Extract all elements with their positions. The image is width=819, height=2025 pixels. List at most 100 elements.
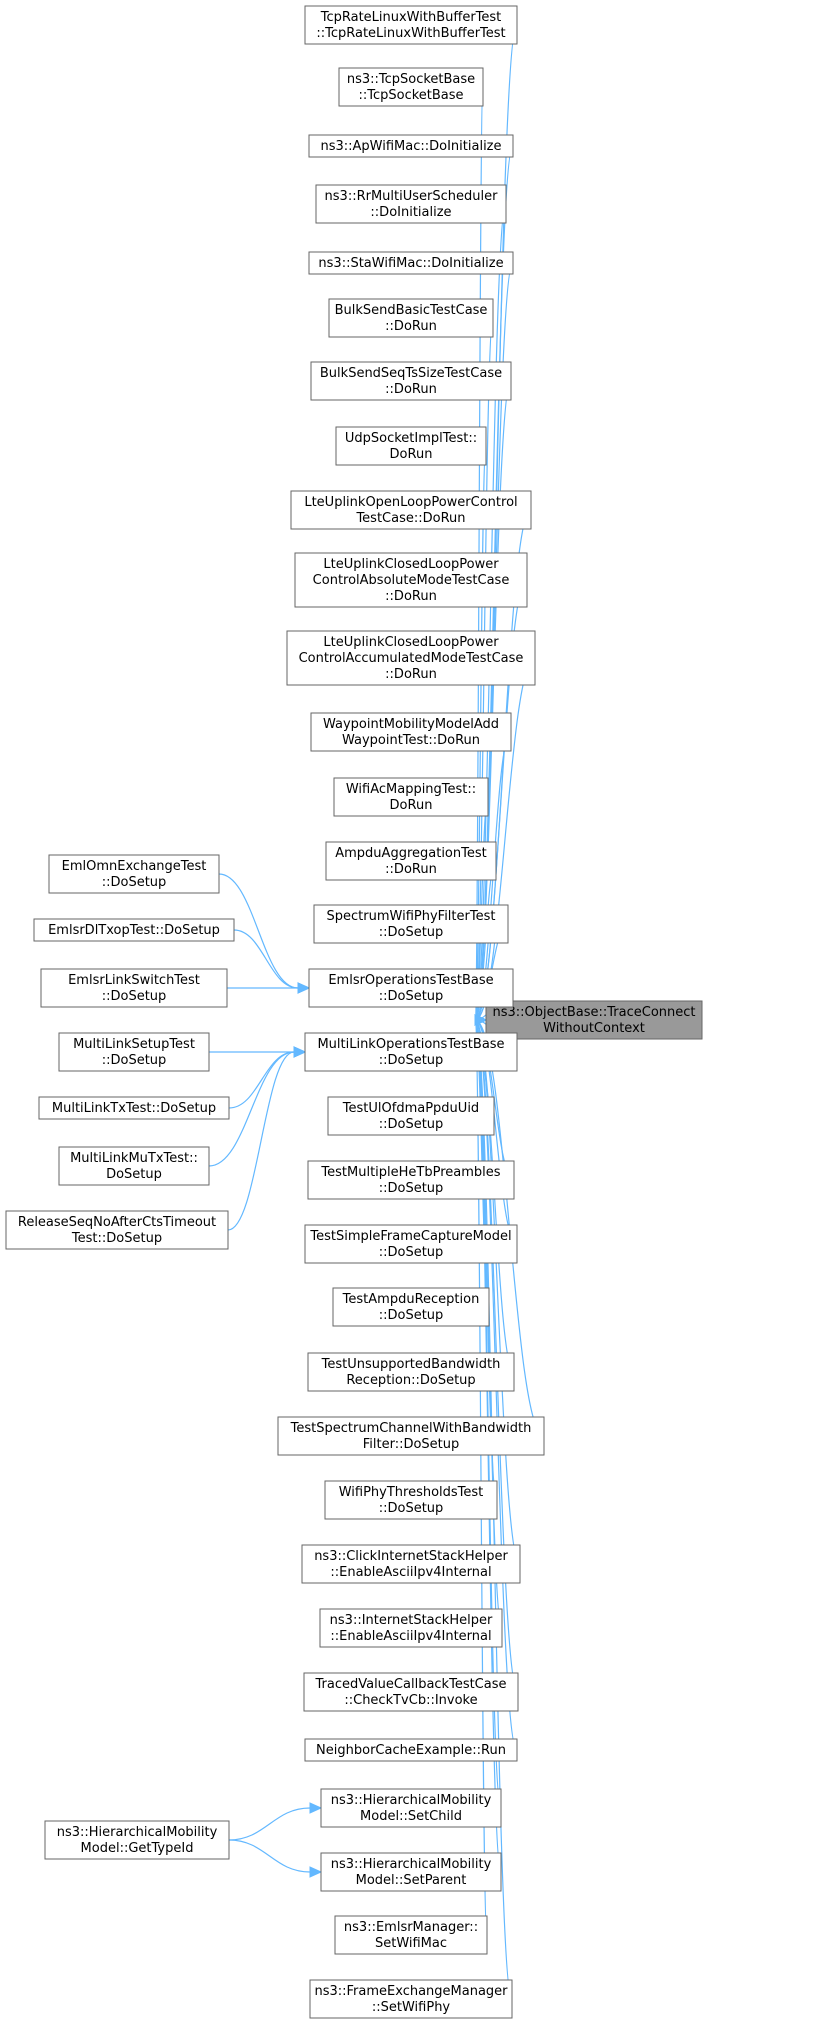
- node-label: BulkSendBasicTestCase: [335, 303, 488, 318]
- function-node[interactable]: NeighborCacheExample::Run: [304, 1738, 518, 1762]
- call-edge: [227, 982, 311, 994]
- function-node[interactable]: BulkSendBasicTestCase::DoRun: [328, 298, 494, 338]
- call-edge: [228, 1802, 323, 1841]
- node-label: ns3::InternetStackHelper: [330, 1613, 493, 1628]
- node-label: SetWifiMac: [375, 1936, 447, 1951]
- node-label: ::DoSetup: [102, 989, 167, 1004]
- node-label: ::DoRun: [385, 589, 437, 604]
- target-node[interactable]: ns3::ObjectBase::TraceConnectWithoutCont…: [485, 1000, 703, 1040]
- node-box: [310, 361, 512, 401]
- node-label: TestSpectrumChannelWithBandwidth: [290, 1421, 532, 1436]
- node-box: [307, 1352, 515, 1392]
- edge-line: [228, 1839, 311, 1873]
- function-node[interactable]: MultiLinkSetupTest::DoSetup: [58, 1032, 210, 1072]
- node-label: ::DoRun: [385, 319, 437, 334]
- node-label: Model::GetTypeId: [81, 1841, 194, 1856]
- function-node[interactable]: WifiPhyThresholdsTest::DoSetup: [324, 1480, 498, 1520]
- node-label: LteUplinkOpenLoopPowerControl: [304, 495, 517, 510]
- function-node[interactable]: EmlsrLinkSwitchTest::DoSetup: [40, 968, 228, 1008]
- function-node[interactable]: ns3::ClickInternetStackHelper::EnableAsc…: [301, 1544, 521, 1584]
- function-node[interactable]: ns3::StaWifiMac::DoInitialize: [308, 251, 514, 275]
- function-node[interactable]: ns3::RrMultiUserScheduler::DoInitialize: [315, 184, 507, 224]
- node-label: TestSimpleFrameCaptureModel: [309, 1229, 511, 1244]
- node-box: [304, 1224, 518, 1264]
- function-node[interactable]: LteUplinkClosedLoopPowerControlAbsoluteM…: [294, 552, 528, 608]
- node-label: ::DoSetup: [379, 925, 444, 940]
- node-box: [304, 1032, 518, 1072]
- node-label: ::DoSetup: [379, 989, 444, 1004]
- node-label: TestCase::DoRun: [355, 511, 465, 526]
- function-node[interactable]: TestAmpduReception::DoSetup: [332, 1287, 490, 1327]
- edge-line: [227, 1051, 295, 1231]
- function-node[interactable]: ns3::ApWifiMac::DoInitialize: [308, 134, 514, 158]
- function-node[interactable]: TestUlOfdmaPpduUid::DoSetup: [327, 1096, 495, 1136]
- node-box: [309, 1979, 513, 2019]
- node-label: ns3::HierarchicalMobility: [57, 1825, 218, 1840]
- node-box: [325, 841, 497, 881]
- edge-line: [228, 1807, 311, 1841]
- node-box: [324, 1480, 498, 1520]
- function-node[interactable]: ns3::InternetStackHelper::EnableAsciiIpv…: [319, 1608, 503, 1648]
- function-node[interactable]: SpectrumWifiPhyFilterTest::DoSetup: [313, 904, 509, 944]
- node-label: ::DoSetup: [379, 1501, 444, 1516]
- arrowhead: [293, 1046, 307, 1058]
- function-node[interactable]: ns3::EmlsrManager::SetWifiMac: [334, 1915, 488, 1955]
- node-box: [58, 1146, 210, 1186]
- function-node[interactable]: LteUplinkClosedLoopPowerControlAccumulat…: [286, 630, 536, 686]
- node-box: [303, 1672, 519, 1712]
- node-label: Reception::DoSetup: [346, 1373, 475, 1388]
- node-box: [313, 904, 509, 944]
- node-label: ::DoSetup: [379, 1308, 444, 1323]
- function-node[interactable]: TestSpectrumChannelWithBandwidthFilter::…: [277, 1416, 545, 1456]
- node-box: [5, 1210, 229, 1250]
- node-label: TestUlOfdmaPpduUid: [342, 1101, 479, 1116]
- node-label: BulkSendSeqTsSizeTestCase: [320, 366, 502, 381]
- function-node[interactable]: ns3::FrameExchangeManager::SetWifiPhy: [309, 1979, 513, 2019]
- function-node[interactable]: WaypointMobilityModelAddWaypointTest::Do…: [310, 712, 512, 752]
- function-node[interactable]: TestMultipleHeTbPreambles::DoSetup: [307, 1160, 515, 1200]
- function-node[interactable]: MultiLinkOperationsTestBase::DoSetup: [304, 1032, 518, 1072]
- function-node[interactable]: BulkSendSeqTsSizeTestCase::DoRun: [310, 361, 512, 401]
- function-node[interactable]: TestSimpleFrameCaptureModel::DoSetup: [304, 1224, 518, 1264]
- function-node[interactable]: EmlsrOperationsTestBase::DoSetup: [308, 968, 514, 1008]
- function-node[interactable]: TcpRateLinuxWithBufferTest::TcpRateLinux…: [304, 5, 518, 45]
- node-label: ::DoSetup: [379, 1181, 444, 1196]
- node-box: [286, 630, 536, 686]
- node-label: TestUnsupportedBandwidth: [321, 1357, 501, 1372]
- node-box: [304, 5, 518, 45]
- node-box: [44, 1820, 230, 1860]
- node-label: DoSetup: [106, 1167, 162, 1182]
- node-box: [277, 1416, 545, 1456]
- function-node[interactable]: TestUnsupportedBandwidthReception::DoSet…: [307, 1352, 515, 1392]
- function-node[interactable]: MultiLinkMuTxTest::DoSetup: [58, 1146, 210, 1186]
- node-label: LteUplinkClosedLoopPower: [323, 635, 499, 650]
- node-label: DoRun: [390, 447, 433, 462]
- node-box: [319, 1608, 503, 1648]
- function-node[interactable]: UdpSocketImplTest::DoRun: [335, 426, 487, 466]
- arrowhead: [474, 1014, 488, 1026]
- function-node[interactable]: AmpduAggregationTest::DoRun: [325, 841, 497, 881]
- node-box: [315, 184, 507, 224]
- node-label: TestMultipleHeTbPreambles: [320, 1165, 500, 1180]
- node-label: SpectrumWifiPhyFilterTest: [327, 909, 496, 924]
- function-node[interactable]: EmlOmnExchangeTest::DoSetup: [48, 854, 220, 894]
- node-box: [485, 1000, 703, 1040]
- nodes-layer: ns3::ObjectBase::TraceConnectWithoutCont…: [5, 5, 703, 2019]
- function-node[interactable]: ns3::TcpSocketBase::TcpSocketBase: [338, 67, 484, 107]
- node-label: ::EnableAsciiIpv4Internal: [330, 1565, 491, 1580]
- function-node[interactable]: ns3::HierarchicalMobilityModel::SetParen…: [320, 1852, 502, 1892]
- node-box: [294, 552, 528, 608]
- node-label: ns3::FrameExchangeManager: [314, 1984, 508, 1999]
- arrowhead: [309, 1866, 323, 1878]
- node-label: WaypointTest::DoRun: [342, 733, 480, 748]
- function-node[interactable]: TracedValueCallbackTestCase::CheckTvCb::…: [303, 1672, 519, 1712]
- function-node[interactable]: ns3::HierarchicalMobilityModel::GetTypeI…: [44, 1820, 230, 1860]
- function-node[interactable]: EmlsrDlTxopTest::DoSetup: [33, 918, 235, 942]
- function-node[interactable]: LteUplinkOpenLoopPowerControlTestCase::D…: [290, 490, 532, 530]
- node-box: [290, 490, 532, 530]
- function-node[interactable]: WifiAcMappingTest::DoRun: [333, 777, 489, 817]
- node-box: [333, 777, 489, 817]
- function-node[interactable]: MultiLinkTxTest::DoSetup: [38, 1096, 230, 1120]
